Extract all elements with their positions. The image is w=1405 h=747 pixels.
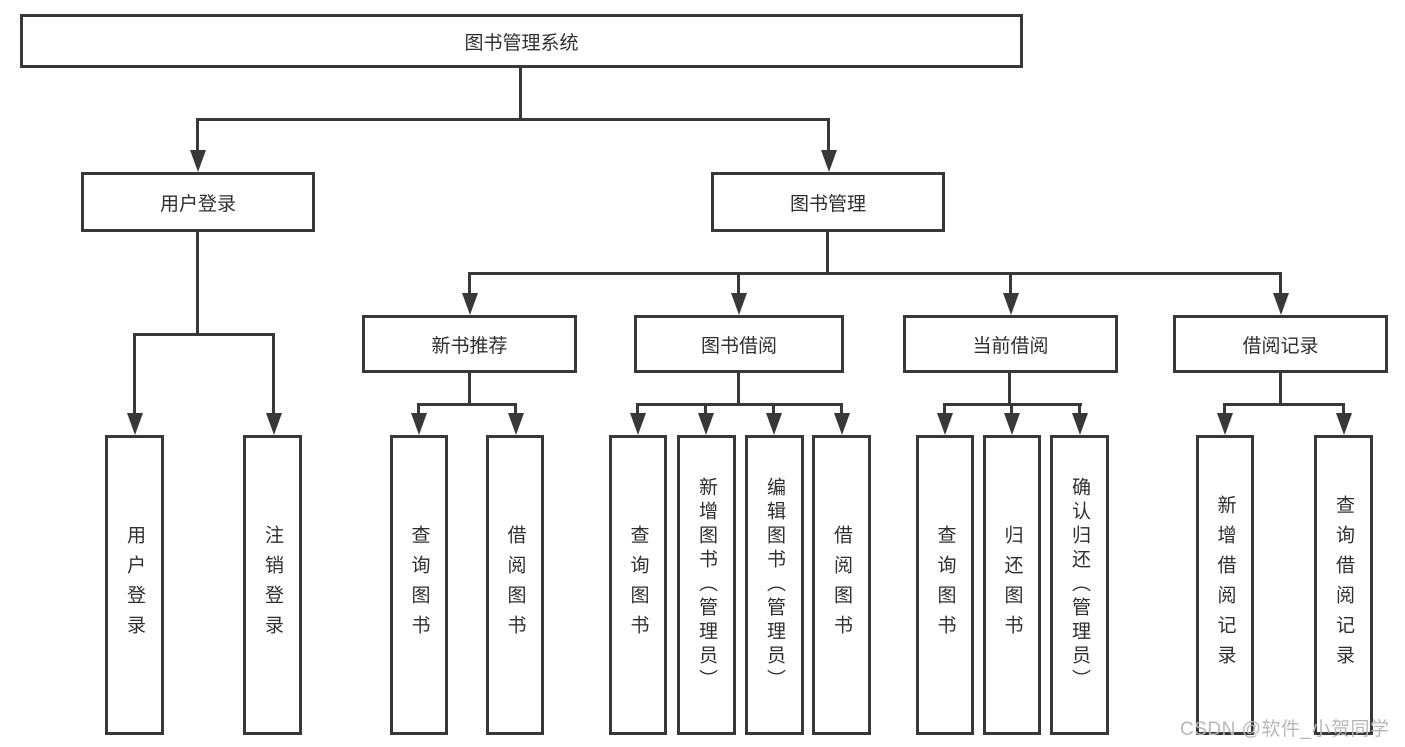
leaf-user-login: 用户登录 (105, 435, 164, 735)
leaf-edit-book-admin: 编辑图书（管理员） (745, 435, 804, 735)
leaf-label: 查询图书 (627, 525, 649, 645)
node-new-book-recommendation: 新书推荐 (362, 315, 577, 373)
connector-vline (737, 272, 740, 294)
connector-vline (1279, 373, 1282, 406)
connector-hline (133, 333, 275, 336)
arrow-down-icon (1003, 293, 1019, 315)
connector-vline (272, 333, 275, 414)
connector-hline (468, 272, 1282, 275)
arrow-down-icon (1072, 413, 1088, 435)
arrow-down-icon (1273, 293, 1289, 315)
arrow-down-icon (937, 413, 953, 435)
leaf-label: 归还图书 (1001, 525, 1023, 645)
connector-hline (417, 403, 517, 406)
leaf-logout: 注销登录 (243, 435, 302, 735)
arrow-down-icon (766, 413, 782, 435)
leaf-label: 注销登录 (262, 525, 283, 645)
leaf-label: 编辑图书（管理员） (764, 477, 785, 693)
leaf-query-books-current: 查询图书 (916, 435, 974, 735)
node-label: 图书管理系统 (464, 32, 579, 54)
leaf-query-books-recommend: 查询图书 (390, 435, 448, 735)
leaf-label: 新增借阅记录 (1214, 495, 1236, 675)
connector-hline (196, 118, 830, 121)
leaf-label: 查询图书 (408, 525, 430, 645)
leaf-label: 借阅图书 (504, 525, 526, 645)
connector-vline (1009, 272, 1012, 294)
connector-vline (417, 403, 420, 415)
node-current-borrowing: 当前借阅 (903, 315, 1118, 373)
node-label: 新书推荐 (431, 335, 508, 357)
node-library-management-system: 图书管理系统 (20, 14, 1023, 68)
node-label: 图书管理 (789, 193, 866, 215)
connector-vline (826, 232, 829, 275)
arrow-down-icon (1004, 413, 1020, 435)
connector-vline (636, 403, 639, 415)
leaf-label: 查询借阅记录 (1333, 495, 1354, 675)
leaf-label: 借阅图书 (831, 525, 852, 645)
connector-vline (519, 68, 522, 121)
connector-vline (772, 403, 775, 415)
arrow-down-icon (411, 413, 427, 435)
connector-hline (1223, 403, 1345, 406)
arrow-down-icon (630, 413, 646, 435)
arrow-down-icon (1217, 413, 1233, 435)
arrow-down-icon (266, 413, 282, 435)
arrow-down-icon (190, 150, 206, 172)
arrow-down-icon (127, 413, 143, 435)
connector-vline (1342, 403, 1345, 415)
node-label: 用户登录 (159, 193, 236, 215)
connector-vline (827, 118, 830, 152)
connector-vline (1078, 403, 1081, 415)
connector-hline (636, 403, 843, 406)
connector-vline (468, 272, 471, 294)
arrow-down-icon (508, 413, 524, 435)
connector-vline (704, 403, 707, 415)
connector-vline (468, 373, 471, 406)
leaf-label: 确认归还（管理员） (1069, 477, 1090, 693)
leaf-label: 用户登录 (124, 525, 145, 645)
node-label: 图书借阅 (700, 335, 777, 357)
arrow-down-icon (1336, 413, 1352, 435)
connector-vline (1010, 403, 1013, 415)
connector-vline (737, 373, 740, 406)
csdn-watermark: CSDN @软件_小贺同学 (1180, 719, 1390, 740)
arrow-down-icon (834, 413, 850, 435)
leaf-confirm-return-admin: 确认归还（管理员） (1050, 435, 1109, 735)
connector-vline (1223, 403, 1226, 415)
connector-vline (1008, 373, 1011, 406)
arrow-down-icon (698, 413, 714, 435)
leaf-borrow-books-borrowing: 借阅图书 (812, 435, 871, 735)
arrow-down-icon (821, 150, 837, 172)
leaf-add-borrow-record: 新增借阅记录 (1196, 435, 1254, 735)
leaf-query-books-borrowing: 查询图书 (609, 435, 667, 735)
connector-vline (840, 403, 843, 415)
leaf-add-book-admin: 新增图书（管理员） (677, 435, 736, 735)
arrow-down-icon (462, 293, 478, 315)
node-label: 借阅记录 (1242, 335, 1319, 357)
connector-vline (196, 232, 199, 336)
arrow-down-icon (731, 293, 747, 315)
node-label: 当前借阅 (972, 335, 1049, 357)
leaf-label: 新增图书（管理员） (696, 477, 717, 693)
leaf-label: 查询图书 (934, 525, 956, 645)
connector-vline (133, 333, 136, 414)
leaf-borrow-books-recommend: 借阅图书 (486, 435, 544, 735)
connector-vline (1279, 272, 1282, 294)
node-book-borrowing: 图书借阅 (634, 315, 844, 373)
node-user-login: 用户登录 (81, 172, 315, 232)
node-borrowing-records: 借阅记录 (1173, 315, 1388, 373)
node-book-management: 图书管理 (711, 172, 945, 232)
connector-vline (943, 403, 946, 415)
connector-vline (514, 403, 517, 415)
leaf-return-books: 归还图书 (983, 435, 1041, 735)
connector-vline (196, 118, 199, 152)
leaf-query-borrow-record: 查询借阅记录 (1314, 435, 1373, 735)
